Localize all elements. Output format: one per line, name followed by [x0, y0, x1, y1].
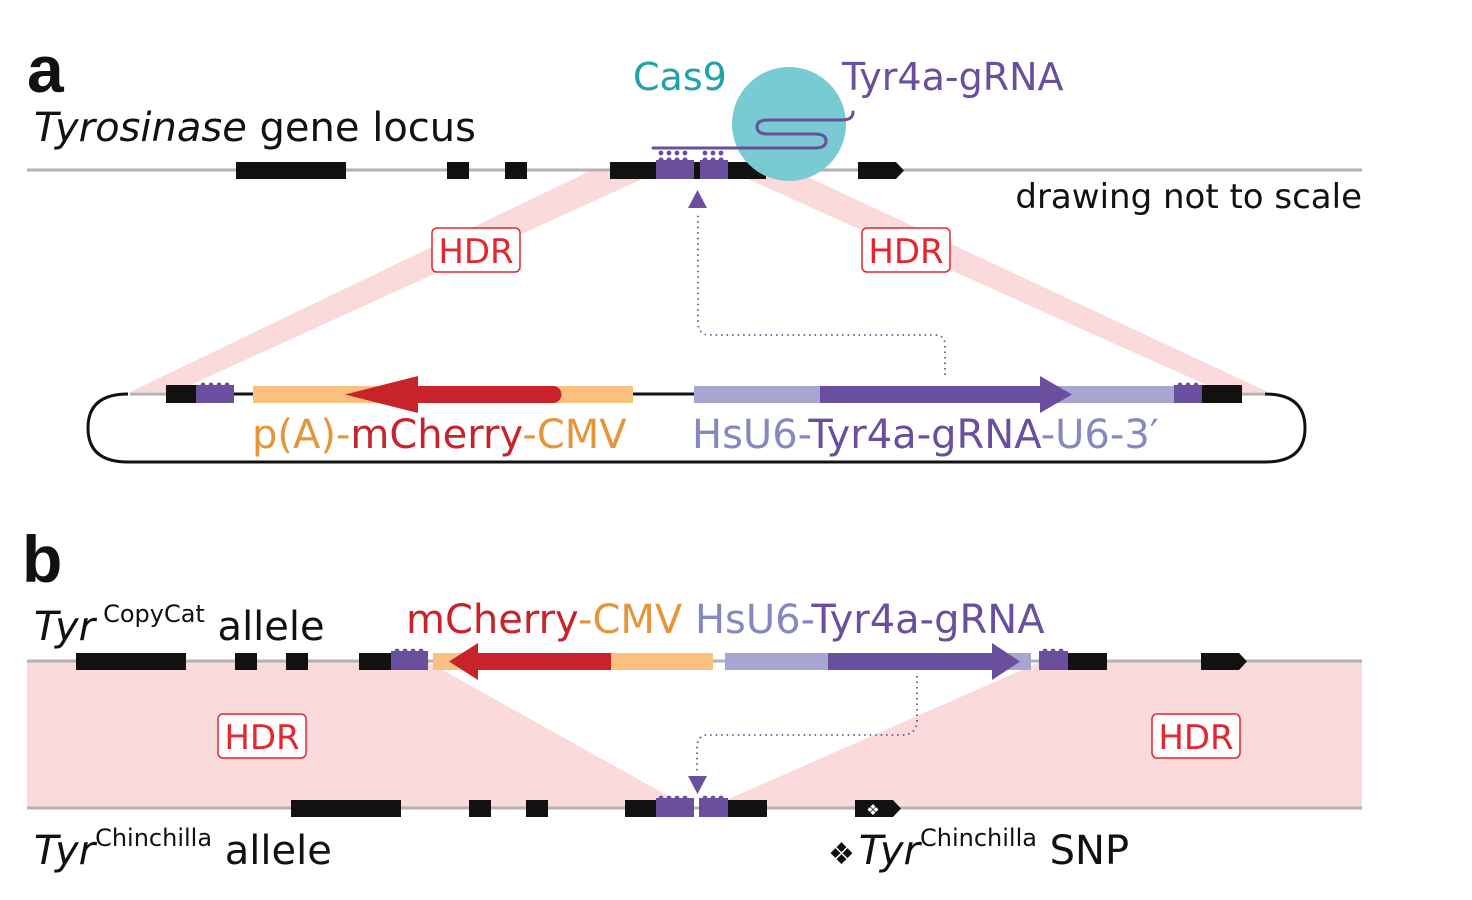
cassette-label: mCherry-CMV HsU6-Tyr4a-gRNA	[406, 597, 1045, 643]
exon	[526, 800, 548, 817]
mcherry-arrow	[345, 376, 562, 413]
mcherry-arrow	[449, 643, 611, 680]
exon	[359, 653, 391, 670]
grna-strand	[651, 110, 855, 150]
target-site-bumps	[658, 157, 724, 163]
hdr-label-left: HDR	[438, 232, 513, 272]
hdr-area-right	[708, 662, 1362, 808]
homology-purple	[1039, 651, 1068, 670]
exon-terminal	[858, 162, 904, 179]
chinchilla-superscript: Chinchilla	[95, 824, 212, 852]
snp-gene: Tyr	[859, 828, 923, 874]
homology-purple	[391, 651, 428, 670]
hdr-box-right	[1151, 713, 1241, 759]
snp-marker-icon: ❖	[866, 801, 879, 819]
target-site-right	[699, 798, 728, 817]
exon	[447, 162, 469, 179]
chinchilla-allele-label: TyrChinchilla allele	[34, 824, 332, 874]
locus-title: Tyrosinase gene locus	[34, 105, 476, 151]
grna-label: Tyr4a-gRNA	[841, 55, 1064, 99]
copycat-suffix: allele	[205, 604, 325, 650]
exon	[236, 162, 346, 179]
plasmid-homology-left-purple	[196, 385, 234, 403]
panel-letter-b: b	[22, 522, 62, 596]
cut-site-arrow-icon	[688, 190, 707, 208]
exon	[286, 653, 308, 670]
exon	[625, 800, 657, 817]
snp-superscript: Chinchilla	[920, 824, 1037, 852]
chinchilla-gene: Tyr	[34, 828, 98, 874]
grna-bumps	[658, 150, 724, 156]
exon	[728, 800, 767, 817]
plasmid-backbone	[86, 392, 1307, 464]
exon-terminal-snp	[855, 800, 901, 817]
hdr-label-right: HDR	[868, 232, 943, 272]
bumps	[200, 382, 230, 388]
hdr-band-right	[730, 171, 1268, 392]
grna-gene-arrow	[820, 376, 1072, 413]
exon-terminal	[1201, 653, 1247, 670]
hdr-label-left: HDR	[224, 718, 299, 758]
hdr-label-right: HDR	[1158, 718, 1233, 758]
panel-a: HDR HDR a Tyrosinase gene locus Cas9 Tyr…	[27, 32, 1362, 464]
exon	[76, 653, 186, 670]
tyr4a-grna-label: Tyr4a-gRNA	[807, 412, 1042, 458]
cas9-protein	[732, 67, 846, 181]
pa-label: p(A)-	[252, 412, 350, 458]
exon	[235, 653, 257, 670]
u6-3-label: -U6-3′	[1041, 412, 1159, 458]
exon	[291, 800, 401, 817]
plasmid-homology-right-black	[1202, 385, 1242, 403]
target-site-left	[656, 160, 694, 179]
hdr-box-right	[861, 227, 951, 273]
hdr-band-left	[130, 171, 660, 392]
exon	[1068, 653, 1107, 670]
hdr-box-left	[217, 713, 307, 759]
bumps	[1177, 382, 1199, 388]
copycat-gene: Tyr	[34, 604, 98, 650]
snp-suffix: SNP	[1037, 828, 1129, 874]
bumps	[658, 795, 724, 801]
exon	[505, 162, 527, 179]
hdr-box-left	[431, 227, 521, 273]
hsu6-label: HsU6-	[682, 597, 813, 643]
plasmid-homology-right-purple	[1174, 385, 1202, 403]
grna-action-dotted-line	[696, 676, 918, 772]
locus-title-rest: gene locus	[247, 105, 476, 151]
locus-title-italic: Tyrosinase	[34, 105, 247, 151]
chinchilla-suffix: allele	[212, 828, 332, 874]
cmv-label: -CMV	[522, 412, 627, 458]
plasmid-label-left: p(A)-mCherry-CMV	[252, 412, 627, 458]
mcherry-label: mCherry	[350, 412, 522, 458]
snp-legend: ❖TyrChinchilla SNP	[828, 824, 1129, 874]
target-site-left	[656, 798, 694, 817]
exon	[469, 800, 491, 817]
grna-gene-arrow	[828, 643, 1020, 680]
cmv-label: -CMV	[578, 597, 683, 643]
panel-letter-a: a	[27, 32, 65, 106]
grna-action-dotted-line	[697, 212, 946, 375]
target-site-right	[700, 160, 728, 179]
hsu6-label: HsU6-	[692, 412, 811, 458]
tyr4a-grna-label: Tyr4a-gRNA	[810, 597, 1045, 643]
cas9-label: Cas9	[633, 55, 727, 99]
scale-note: drawing not to scale	[1015, 177, 1362, 217]
copycat-superscript: CopyCat	[103, 600, 205, 628]
snp-legend-icon: ❖	[828, 837, 855, 872]
hdr-area-left	[27, 662, 690, 808]
plasmid-homology-left-black	[166, 385, 196, 403]
plasmid-label-right: HsU6-Tyr4a-gRNA-U6-3′	[692, 412, 1159, 458]
bumps	[1042, 648, 1064, 654]
mcherry-label: mCherry	[406, 597, 578, 643]
bumps	[394, 648, 424, 654]
cut-site-arrow-icon	[688, 776, 707, 794]
